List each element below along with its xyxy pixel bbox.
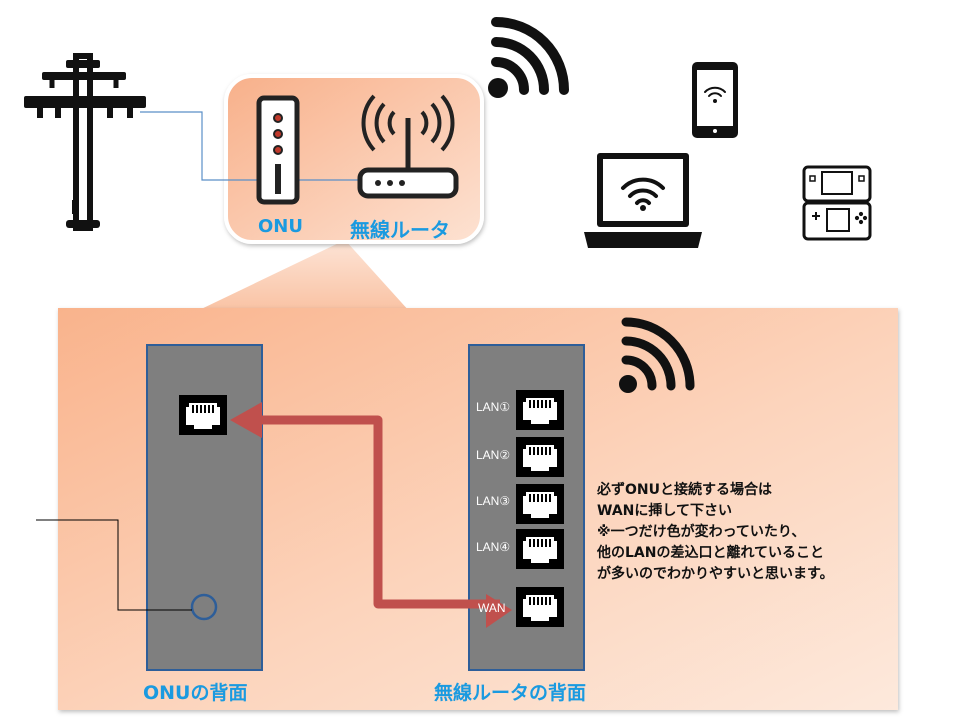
fiber-cable-back xyxy=(36,519,192,611)
port-label-lan3: LAN③ xyxy=(476,494,511,508)
ethernet-port-icon xyxy=(516,529,564,569)
callout-connector xyxy=(195,240,410,312)
ethernet-port-icon xyxy=(516,390,564,430)
router-back-label: 無線ルータの背面 xyxy=(434,682,587,704)
note-line: WANに挿して下さい xyxy=(597,503,732,519)
onu-icon xyxy=(256,95,300,205)
router-label: 無線ルータ xyxy=(350,218,450,242)
onu-back-panel xyxy=(146,344,263,671)
laptop-icon xyxy=(584,153,702,248)
onu-back-label: ONUの背面 xyxy=(143,682,248,704)
port-label-lan4: LAN④ xyxy=(476,540,511,554)
arrowhead-onu xyxy=(230,402,262,438)
note-text: 必ずONUと接続する場合は WANに挿して下さい ※一つだけ色が変わっていたり、… xyxy=(597,480,834,585)
port-label-lan1: LAN① xyxy=(476,400,511,414)
port-label-lan2: LAN② xyxy=(476,448,511,462)
ethernet-port-icon xyxy=(516,587,564,627)
wifi-signal-icon xyxy=(619,317,695,393)
game-console-icon xyxy=(802,165,872,241)
connection-arrow xyxy=(238,415,500,609)
wifi-signal-icon xyxy=(488,17,569,98)
arrowhead-wan xyxy=(486,594,512,628)
note-line: ※一つだけ色が変わっていたり、 xyxy=(597,524,806,540)
onu-label: ONU xyxy=(258,216,303,237)
wireless-router-icon xyxy=(357,94,459,199)
smartphone-icon xyxy=(692,62,738,138)
utility-pole-icon xyxy=(24,53,146,231)
note-line: 必ずONUと接続する場合は xyxy=(597,482,772,498)
ethernet-port-icon xyxy=(179,395,227,435)
ethernet-port-icon xyxy=(516,437,564,477)
fiber-cable xyxy=(140,111,266,181)
fiber-port-icon xyxy=(190,593,218,621)
note-line: が多いのでわかりやすいと思います。 xyxy=(597,566,834,582)
note-line: 他のLANの差込口と離れていること xyxy=(597,545,825,561)
ethernet-port-icon xyxy=(516,484,564,524)
port-label-wan: WAN xyxy=(478,601,506,615)
